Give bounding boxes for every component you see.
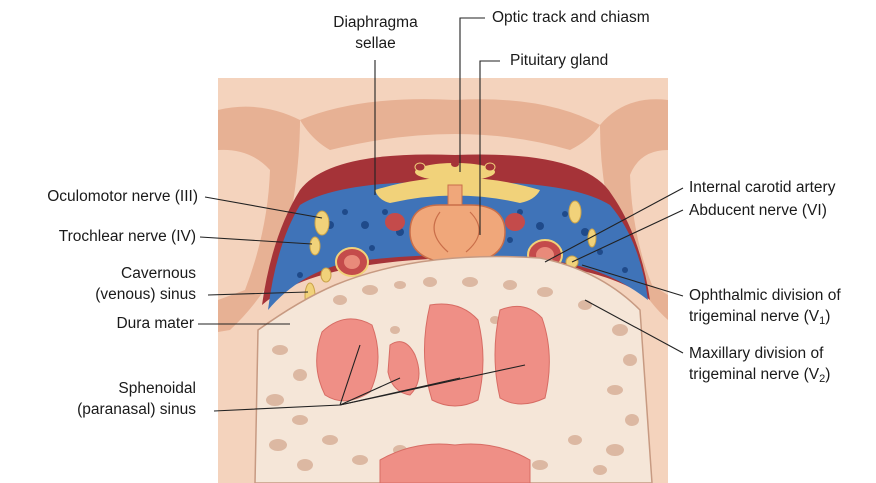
label-cavernous-line1: Cavernous <box>95 263 196 284</box>
label-sphenoidal-line2: (paranasal) sinus <box>77 399 196 420</box>
label-sphenoidal-line1: Sphenoidal <box>77 378 196 399</box>
label-maxillary-suffix: ) <box>825 366 830 383</box>
pituitary-gland <box>410 205 505 264</box>
label-maxillary-line1: Maxillary division of <box>689 343 830 364</box>
label-cavernous-sinus: Cavernous (venous) sinus <box>95 263 196 305</box>
label-maxillary-line2: trigeminal nerve (V2) <box>689 364 830 390</box>
label-diaphragma-line1: Diaphragma <box>318 12 433 33</box>
label-diaphragma-line2: sellae <box>318 33 433 54</box>
label-optic-track: Optic track and chiasm <box>492 7 650 28</box>
label-ophthalmic-division: Ophthalmic division of trigeminal nerve … <box>689 285 841 332</box>
label-maxillary-division: Maxillary division of trigeminal nerve (… <box>689 343 830 390</box>
label-cavernous-line2: (venous) sinus <box>95 284 196 305</box>
label-internal-carotid-artery: Internal carotid artery <box>689 177 835 198</box>
label-abducent-nerve: Abducent nerve (VI) <box>689 200 827 221</box>
label-sphenoidal-sinus: Sphenoidal (paranasal) sinus <box>77 378 196 420</box>
label-ophthalmic-line1: Ophthalmic division of <box>689 285 841 306</box>
label-ophthalmic-prefix: trigeminal nerve (V <box>689 308 819 325</box>
label-oculomotor-nerve: Oculomotor nerve (III) <box>47 186 198 207</box>
label-ophthalmic-suffix: ) <box>825 308 830 325</box>
label-dura-mater: Dura mater <box>116 313 194 334</box>
label-trochlear-nerve: Trochlear nerve (IV) <box>59 226 196 247</box>
label-pituitary-gland: Pituitary gland <box>510 50 608 71</box>
label-diaphragma-sellae: Diaphragma sellae <box>318 12 433 54</box>
label-maxillary-prefix: trigeminal nerve (V <box>689 366 819 383</box>
label-ophthalmic-line2: trigeminal nerve (V1) <box>689 306 841 332</box>
